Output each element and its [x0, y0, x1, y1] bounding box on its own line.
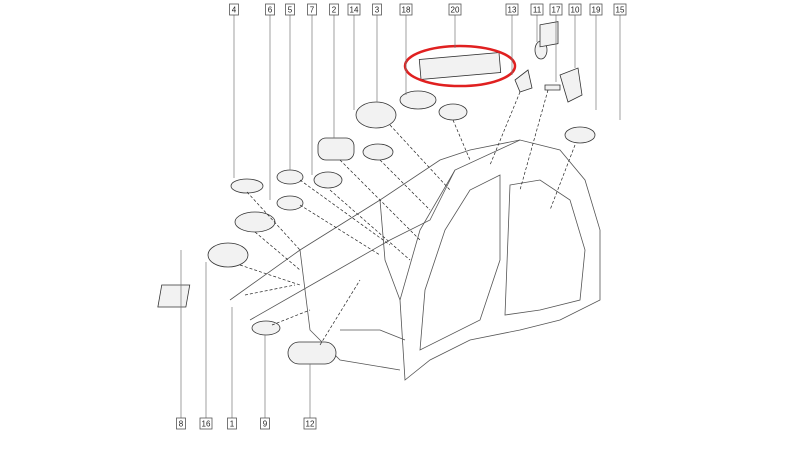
part-18b[interactable]	[438, 103, 468, 121]
part-1-pad[interactable]	[157, 284, 191, 308]
callout-number: 13	[508, 6, 517, 15]
leader-lines	[180, 15, 621, 418]
callout-4[interactable]: 4	[229, 3, 239, 16]
callout-box	[347, 3, 361, 16]
callout-box	[568, 3, 582, 16]
callout-box	[372, 3, 382, 16]
part-5[interactable]	[276, 169, 304, 185]
part-15[interactable]	[564, 126, 596, 144]
part-2[interactable]	[317, 137, 355, 161]
part-20-highlight	[403, 44, 517, 88]
callout-number: 11	[533, 6, 542, 15]
callout-13[interactable]: 13	[505, 3, 519, 16]
part-17[interactable]	[544, 84, 561, 91]
part-19[interactable]	[539, 21, 559, 48]
callout-number: 17	[552, 6, 561, 15]
part-12[interactable]	[287, 341, 337, 365]
callout-number: 7	[310, 6, 315, 15]
callout-number: 12	[306, 420, 315, 429]
callout-19[interactable]: 19	[589, 3, 603, 16]
callout-number: 19	[592, 6, 601, 15]
part-14[interactable]	[362, 143, 394, 161]
callout-6[interactable]: 6	[265, 3, 275, 16]
callout-5[interactable]: 5	[285, 3, 295, 16]
callout-10[interactable]: 10	[568, 3, 582, 16]
callout-number: 3	[375, 6, 380, 15]
callout-number: 2	[332, 6, 337, 15]
callout-box	[199, 417, 213, 430]
part-13[interactable]	[514, 69, 533, 93]
part-8-plug[interactable]	[234, 211, 276, 233]
callout-7[interactable]: 7	[307, 3, 317, 16]
callout-2[interactable]: 2	[329, 3, 339, 16]
callout-number: 20	[451, 6, 460, 15]
callout-11[interactable]: 11	[530, 3, 544, 16]
callout-number: 9	[263, 420, 268, 429]
callout-box	[307, 3, 317, 16]
callout-20[interactable]: 20	[448, 3, 462, 16]
callout-16[interactable]: 16	[199, 417, 213, 430]
part-10[interactable]	[559, 67, 583, 103]
callout-number: 1	[230, 420, 235, 429]
callout-box	[229, 3, 239, 16]
callout-box	[265, 3, 275, 16]
part-3[interactable]	[355, 101, 397, 129]
callout-number: 18	[402, 6, 411, 15]
part-16-plug[interactable]	[207, 242, 249, 268]
callout-1[interactable]: 1	[227, 417, 237, 430]
callout-17[interactable]: 17	[549, 3, 563, 16]
callout-number: 5	[288, 6, 293, 15]
callout-box	[613, 3, 627, 16]
callout-number: 6	[268, 6, 273, 15]
part-6[interactable]	[276, 195, 304, 211]
part-4[interactable]	[230, 178, 264, 194]
callout-number: 10	[571, 6, 580, 15]
callout-9[interactable]: 9	[260, 417, 270, 430]
part-18[interactable]	[399, 90, 437, 110]
callout-box	[589, 3, 603, 16]
callout-number: 16	[202, 420, 211, 429]
callout-box	[505, 3, 519, 16]
callout-box	[530, 3, 544, 16]
callout-18[interactable]: 18	[399, 3, 413, 16]
callout-box	[227, 417, 237, 430]
callout-12[interactable]: 12	[303, 417, 317, 430]
part-9[interactable]	[251, 320, 281, 336]
callout-number: 8	[179, 420, 184, 429]
callout-8[interactable]: 8	[176, 417, 186, 430]
callout-box	[176, 417, 186, 430]
callout-number: 4	[232, 6, 237, 15]
part-20[interactable]	[418, 52, 502, 80]
callout-box	[329, 3, 339, 16]
parts	[157, 21, 596, 365]
callout-box	[448, 3, 462, 16]
callout-box	[303, 417, 317, 430]
callout-box	[260, 417, 270, 430]
part-7[interactable]	[313, 171, 343, 189]
callout-box	[549, 3, 563, 16]
callout-number: 14	[350, 6, 359, 15]
callout-3[interactable]: 3	[372, 3, 382, 16]
callout-box	[285, 3, 295, 16]
callout-14[interactable]: 14	[347, 3, 361, 16]
callout-number: 15	[616, 6, 625, 15]
callout-box	[399, 3, 413, 16]
assembly-lines	[239, 89, 576, 346]
callout-15[interactable]: 15	[613, 3, 627, 16]
